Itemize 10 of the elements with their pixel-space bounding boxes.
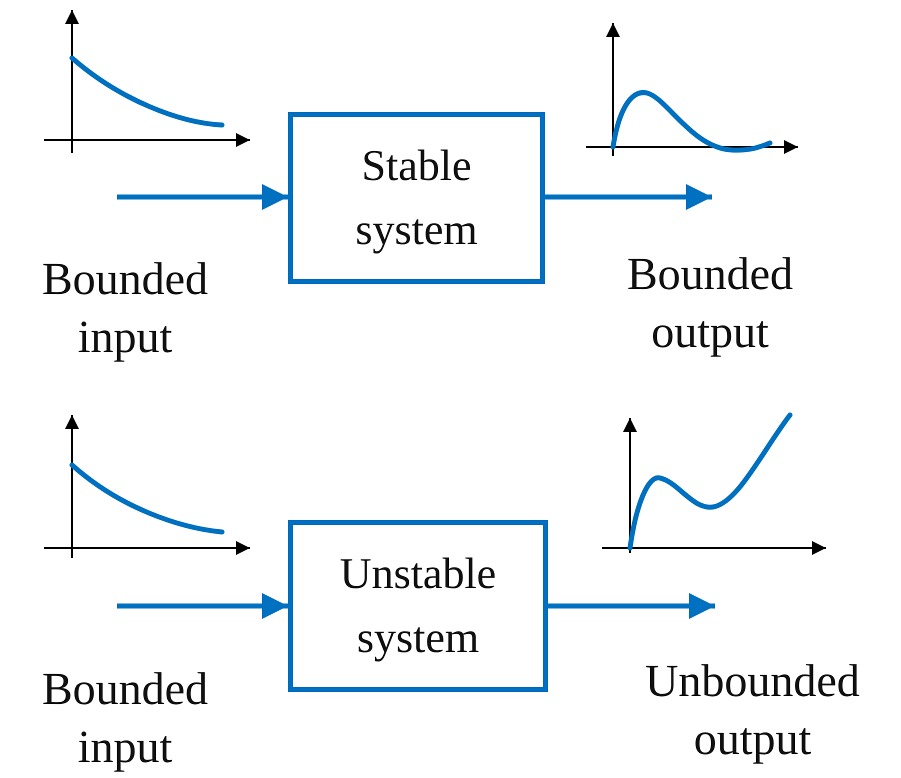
arrow	[117, 593, 288, 619]
signal-label: Bounded input	[40, 662, 210, 774]
system-box: Stable system	[288, 112, 545, 284]
arrow	[545, 184, 712, 210]
signal-label: Bounded input	[40, 252, 210, 364]
system-box: Unstable system	[288, 520, 548, 692]
arrow	[117, 184, 288, 210]
signal-label: Bounded output	[626, 247, 794, 359]
signal-label: Unbounded output	[644, 654, 861, 766]
arrow	[548, 593, 715, 619]
